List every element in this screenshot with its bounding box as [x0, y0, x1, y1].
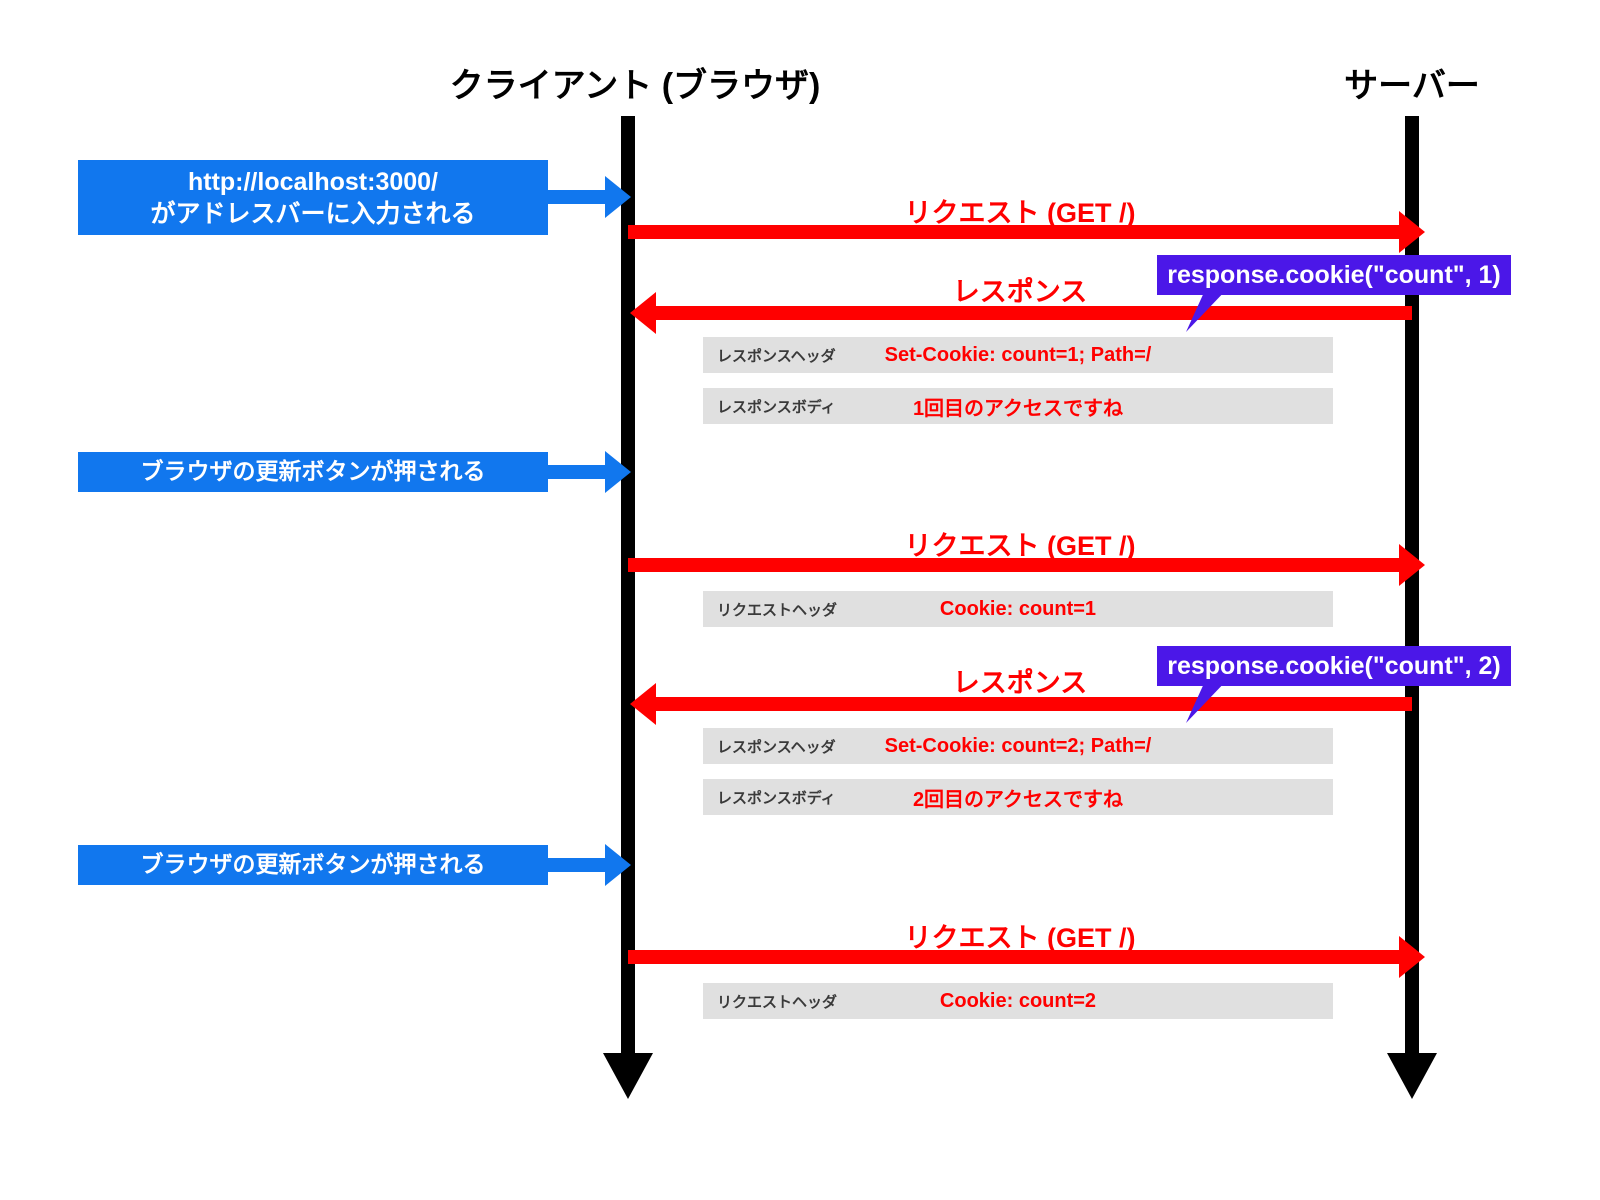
event-box-reload-2[interactable]: ブラウザの更新ボタンが押される: [78, 845, 548, 885]
actor-label-client: クライアント (ブラウザ): [449, 67, 821, 105]
callout-tail-1: [1186, 288, 1228, 332]
callout-response-cookie-2: response.cookie("count", 2): [1157, 646, 1511, 686]
event-arrow-stem-2: [548, 465, 608, 479]
detail-row-key: リクエストヘッダ: [717, 601, 838, 619]
lifeline-client: [621, 116, 635, 1061]
detail-row-key: リクエストヘッダ: [717, 993, 838, 1011]
detail-row-value: Cookie: count=1: [939, 597, 1097, 620]
message-arrowhead-response-2: [630, 683, 656, 725]
detail-row-request-header-1: リクエストヘッダ Cookie: count=1: [703, 591, 1333, 627]
detail-row-value: Set-Cookie: count=1; Path=/: [884, 343, 1152, 366]
detail-row-response-header-1: レスポンスヘッダ Set-Cookie: count=1; Path=/: [703, 337, 1333, 373]
lifeline-client-arrowhead: [603, 1053, 653, 1099]
detail-row-value: Cookie: count=2: [939, 989, 1097, 1012]
callout-response-cookie-1: response.cookie("count", 1): [1157, 255, 1511, 295]
message-line-request-2: [628, 558, 1403, 572]
message-arrowhead-request-2: [1399, 544, 1425, 586]
detail-row-response-header-2: レスポンスヘッダ Set-Cookie: count=2; Path=/: [703, 728, 1333, 764]
event-arrow-stem-3: [548, 858, 608, 872]
message-line-request-3: [628, 950, 1403, 964]
detail-row-response-body-2: レスポンスボディ 2回目のアクセスですね: [703, 779, 1333, 815]
event-arrow-head-2: [605, 451, 631, 493]
message-line-response-2: [656, 697, 1412, 711]
event-box-url-entered[interactable]: http://localhost:3000/ がアドレスバーに入力される: [78, 160, 548, 235]
detail-row-key: レスポンスボディ: [717, 398, 836, 416]
lifeline-server: [1405, 116, 1419, 1061]
message-arrowhead-response-1: [630, 292, 656, 334]
detail-row-value: 2回目のアクセスですね: [912, 788, 1124, 811]
event-arrow-head-1: [605, 176, 631, 218]
event-arrow-stem-1: [548, 190, 608, 204]
detail-row-key: レスポンスヘッダ: [717, 347, 836, 365]
message-arrowhead-request-1: [1399, 211, 1425, 253]
message-label-request-2: リクエスト (GET /): [904, 531, 1136, 561]
detail-row-value: Set-Cookie: count=2; Path=/: [884, 734, 1152, 757]
detail-row-request-header-2: リクエストヘッダ Cookie: count=2: [703, 983, 1333, 1019]
lifeline-server-arrowhead: [1387, 1053, 1437, 1099]
message-label-response-1: レスポンス: [952, 277, 1088, 307]
message-label-response-2: レスポンス: [952, 668, 1088, 698]
message-arrowhead-request-3: [1399, 936, 1425, 978]
detail-row-value: 1回目のアクセスですね: [912, 397, 1124, 420]
actor-label-server: サーバー: [1344, 67, 1480, 105]
detail-row-key: レスポンスボディ: [717, 789, 836, 807]
detail-row-key: レスポンスヘッダ: [717, 738, 836, 756]
event-box-url-line1: http://localhost:3000/: [187, 167, 439, 196]
event-box-reload-label-2: ブラウザの更新ボタンが押される: [140, 851, 486, 878]
event-box-reload-label-1: ブラウザの更新ボタンが押される: [140, 458, 486, 485]
event-arrow-head-3: [605, 844, 631, 886]
callout-tail-2: [1186, 679, 1228, 723]
event-box-url-line2: がアドレスバーに入力される: [150, 199, 476, 228]
message-line-request-1: [628, 225, 1403, 239]
event-box-reload-1[interactable]: ブラウザの更新ボタンが押される: [78, 452, 548, 492]
detail-row-response-body-1: レスポンスボディ 1回目のアクセスですね: [703, 388, 1333, 424]
message-label-request-1: リクエスト (GET /): [904, 198, 1136, 228]
message-label-request-3: リクエスト (GET /): [904, 923, 1136, 953]
message-line-response-1: [656, 306, 1412, 320]
